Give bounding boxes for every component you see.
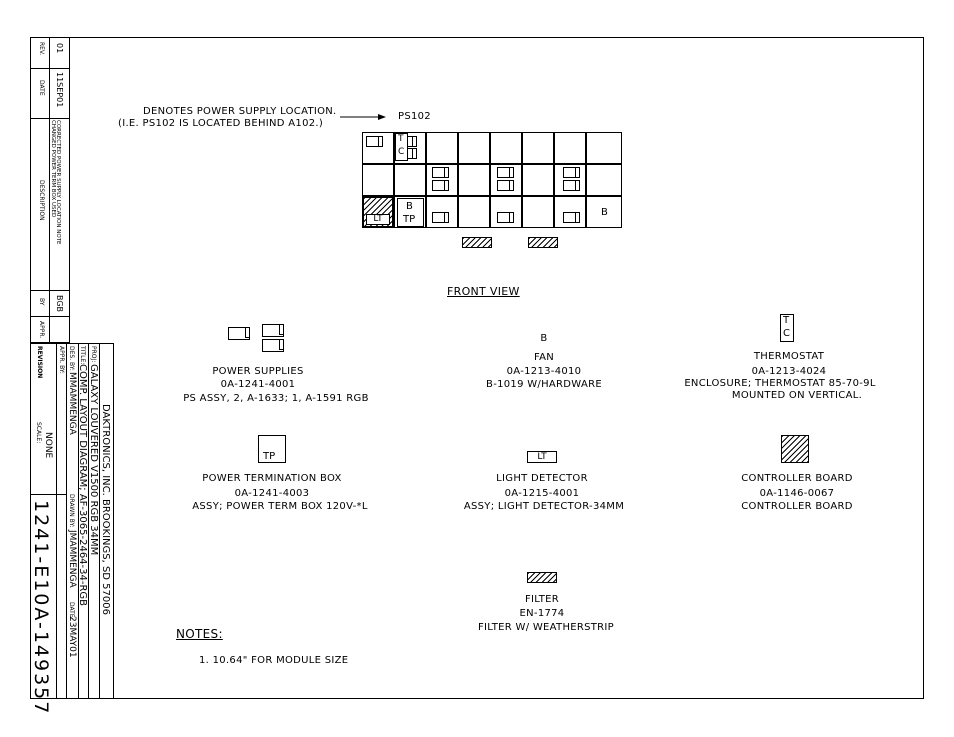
proj-label: PROJ:	[90, 346, 97, 363]
power-term-box-icon: TP	[258, 435, 286, 463]
by-value: BGB	[55, 295, 64, 313]
drawn-by-value: JMAMMENGA	[67, 530, 77, 588]
light-detector-icon: LT	[366, 214, 390, 225]
power-supply-icon	[563, 167, 580, 178]
power-supply-icon	[262, 339, 284, 352]
fan-label-grid: B	[601, 207, 609, 218]
drawn-by-label: DRAWN BY:	[68, 494, 75, 528]
callout-target: PS102	[398, 111, 431, 122]
controller-board-icon	[781, 435, 809, 463]
note-item: 1. 10.64" FOR MODULE SIZE	[199, 655, 349, 666]
thermostat-icon: T C	[780, 314, 794, 342]
filter-icon	[462, 237, 492, 248]
appr-by-label: APPR. BY:	[58, 346, 65, 374]
filter-desc: FILTER W/ WEATHERSTRIP	[477, 622, 615, 633]
power-supply-icon	[497, 180, 514, 191]
light-detector-part: 0A-1215-4001	[504, 488, 580, 499]
power-supply-icon	[563, 180, 580, 191]
controller-desc: CONTROLLER BOARD	[741, 501, 853, 512]
thermostat-title: THERMOSTAT	[753, 351, 825, 362]
date-value-tb: 23MAY01	[67, 616, 77, 658]
callout-line1: DENOTES POWER SUPPLY LOCATION.	[143, 106, 337, 117]
light-detector-desc: ASSY; LIGHT DETECTOR-34MM	[463, 501, 625, 512]
power-supply-icon	[432, 167, 449, 178]
ps-desc: PS ASSY, 2, A-1633; 1, A-1591 RGB	[183, 393, 369, 404]
thermostat-part: 0A-1213-4024	[751, 366, 827, 377]
company-value: DAKTRONICS, INC. BROOKINGS, SD 57006	[100, 404, 111, 615]
fan-label: B	[406, 201, 413, 212]
appr-header: APPR.	[38, 321, 45, 339]
scale-label: SCALE:	[35, 422, 42, 444]
thermostat-note: MOUNTED ON VERTICAL.	[731, 390, 863, 401]
front-view-label: FRONT VIEW	[447, 285, 520, 298]
des-by-value: MMAMMENGA	[67, 372, 77, 435]
description-header: DESCRIPTION	[38, 180, 45, 221]
fan-part: 0A-1213-4010	[506, 366, 582, 377]
power-supply-icon	[400, 148, 417, 159]
proj-value: GALAXY LOUVERED V1500 RGB 34MM	[88, 364, 99, 556]
power-term-desc: ASSY; POWER TERM BOX 120V-*L	[192, 501, 368, 512]
thermostat-icon: T C	[395, 133, 408, 161]
power-term-part: 0A-1241-4003	[234, 488, 310, 499]
callout-line2: (I.E. PS102 IS LOCATED BEHIND A102.)	[118, 118, 324, 129]
filter-part: EN-1774	[519, 608, 565, 619]
revision-label: REVISION	[36, 346, 43, 379]
rev-header: REV.	[38, 42, 45, 56]
power-supply-icon	[228, 327, 250, 340]
date-header: DATE	[38, 80, 45, 96]
power-supply-icon	[432, 212, 449, 223]
fan-desc: B-1019 W/HARDWARE	[486, 379, 602, 390]
power-supply-icon	[497, 167, 514, 178]
date-value: 11SEP01	[55, 72, 64, 108]
ps-title: POWER SUPPLIES	[212, 366, 304, 377]
light-detector-title: LIGHT DETECTOR	[496, 473, 588, 484]
power-supply-icon	[563, 212, 580, 223]
by-header: BY	[38, 298, 45, 306]
tp-label: TP	[403, 214, 416, 225]
notes-heading: NOTES:	[176, 627, 223, 641]
title-value: COMP. LAYOUT DIAGRAM; AF-3065-2464-34-RG…	[77, 364, 88, 607]
controller-part: 0A-1146-0067	[759, 488, 835, 499]
power-supply-icon	[497, 212, 514, 223]
thermostat-desc: ENCLOSURE; THERMOSTAT 85-70-9L	[684, 378, 876, 389]
rev-value: 01	[55, 43, 64, 54]
scale-value: NONE	[43, 432, 53, 459]
fan-title: FAN	[533, 352, 555, 363]
des-by-label: DES. BY:	[68, 346, 75, 371]
title-label: TITLE:	[79, 346, 86, 365]
ps-part: 0A-1241-4001	[220, 379, 296, 390]
description-line2: CHANGED POWER TERM BOX USED	[50, 120, 56, 218]
drawing-number: 1241-E10A-149357	[30, 500, 52, 716]
controller-title: CONTROLLER BOARD	[741, 473, 853, 484]
power-supply-icon	[366, 136, 383, 147]
fan-symbol: B	[540, 333, 548, 344]
power-term-box-icon: B TP	[397, 198, 424, 227]
filter-title: FILTER	[524, 594, 560, 605]
filter-icon	[527, 572, 557, 583]
filter-icon	[528, 237, 558, 248]
power-term-title: POWER TERMINATION BOX	[202, 473, 342, 484]
power-supply-icon	[262, 324, 284, 337]
light-detector-icon: LT	[527, 451, 557, 463]
power-supply-icon	[432, 180, 449, 191]
